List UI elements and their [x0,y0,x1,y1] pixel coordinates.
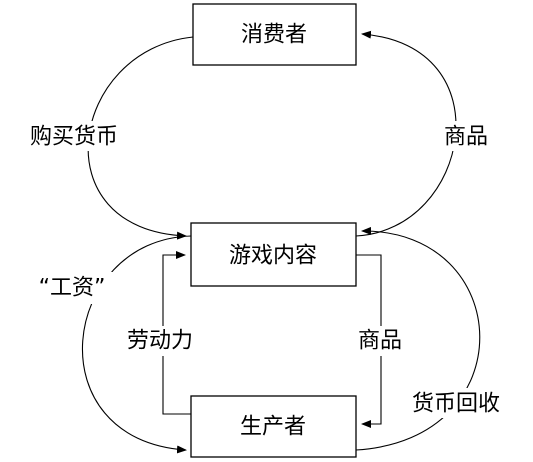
node-game-content: 游戏内容 [190,222,357,287]
node-producer: 生产者 [190,395,357,458]
edge-label-labor: 劳动力 [127,329,193,354]
edge-label-wages: “工资” [39,276,106,301]
node-game-content-label: 游戏内容 [229,244,317,269]
node-consumer-label: 消费者 [241,23,307,48]
edge-label-goods-top: 商品 [444,125,488,150]
edge-wages [82,235,192,454]
edge-label-goods-bottom: 商品 [358,329,402,354]
node-producer-label: 生产者 [240,415,306,440]
edge-label-currency-recycle: 货币回收 [412,392,500,417]
node-consumer: 消费者 [192,3,357,66]
edge-label-buy-currency: 购买货币 [30,125,118,150]
edge-currency-recycle [355,226,481,451]
